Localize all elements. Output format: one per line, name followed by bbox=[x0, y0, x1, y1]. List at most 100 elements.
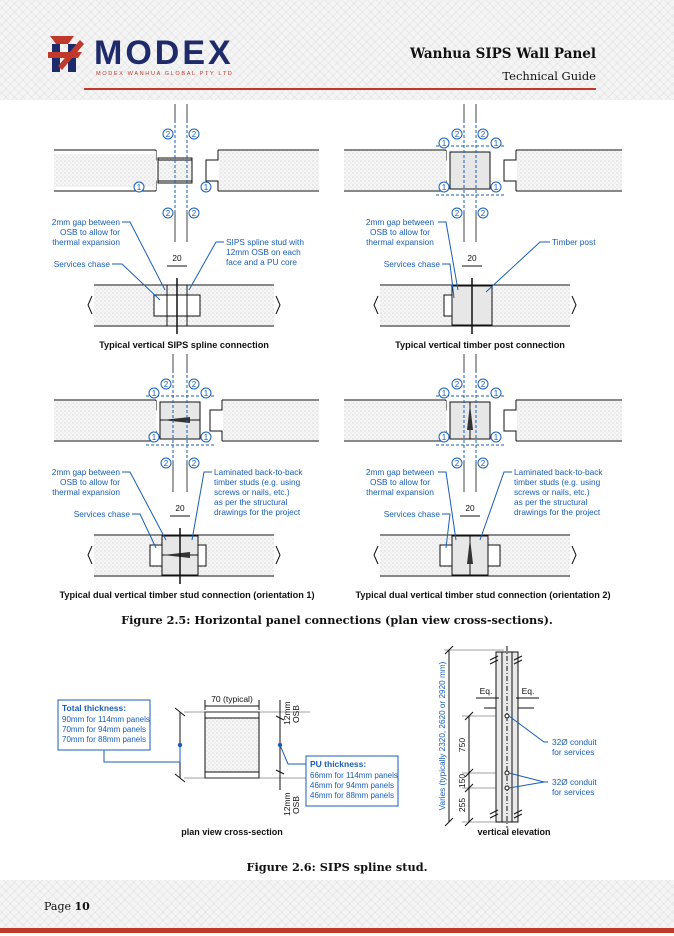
marker-1: 1 bbox=[442, 389, 447, 398]
marker-2: 2 bbox=[164, 459, 169, 468]
spline-note-line: 12mm OSB on each bbox=[226, 247, 301, 257]
dimension-20: 20 bbox=[467, 253, 477, 263]
figure-2-6-area: 70 (typical) 12mm OSB 12mm OSB Total thi… bbox=[44, 640, 630, 852]
page-number: Page 10 bbox=[44, 900, 90, 913]
gap-note-line: OSB to allow for bbox=[370, 227, 430, 237]
marker-2: 2 bbox=[455, 209, 460, 218]
marker-1: 1 bbox=[204, 183, 209, 192]
dual-stud-1-title: Typical dual vertical timber stud connec… bbox=[59, 590, 314, 600]
dimension-20: 20 bbox=[172, 253, 182, 263]
laminated-note-line: Laminated back-to-back bbox=[514, 467, 603, 477]
conduit-label-line: 32Ø conduit bbox=[552, 737, 597, 747]
marker-2: 2 bbox=[166, 130, 171, 139]
modex-logo: MODEX MODEX WANHUA GLOBAL PTY LTD bbox=[48, 34, 232, 77]
total-thickness-line: 70mm for 88mm panels bbox=[62, 735, 146, 744]
dual-stud-1-exploded-view: 2 2 1 1 1 1 2 2 bbox=[54, 354, 319, 492]
marker-1: 1 bbox=[204, 433, 209, 442]
total-thickness-line: 70mm for 94mm panels bbox=[62, 725, 146, 734]
marker-1: 1 bbox=[494, 139, 499, 148]
dimension-750: 750 bbox=[457, 738, 467, 752]
marker-2: 2 bbox=[455, 130, 460, 139]
laminated-note-line: drawings for the project bbox=[214, 507, 301, 517]
dual-stud-2-assembled-view bbox=[373, 534, 577, 577]
marker-1: 1 bbox=[442, 183, 447, 192]
gap-note-line: thermal expansion bbox=[366, 487, 434, 497]
services-chase-label: Services chase bbox=[384, 259, 441, 269]
spline-connection-title: Typical vertical SIPS spline connection bbox=[99, 340, 269, 350]
laminated-note-line: screws or nails, etc.) bbox=[514, 487, 590, 497]
marker-2: 2 bbox=[481, 380, 486, 389]
dual-stud-1-annotations: 2mm gap between OSB to allow for thermal… bbox=[52, 467, 303, 549]
laminated-note-line: timber studs (e.g. using bbox=[214, 477, 301, 487]
timber-post-label: Timber post bbox=[552, 237, 596, 247]
marker-1: 1 bbox=[494, 433, 499, 442]
spline-note-line: SIPS spline stud with bbox=[226, 237, 304, 247]
conduit-label-line: 32Ø conduit bbox=[552, 777, 597, 787]
gap-note-line: OSB to allow for bbox=[60, 227, 120, 237]
conduit-label-line: for services bbox=[552, 747, 594, 757]
modex-logo-mark bbox=[48, 36, 84, 72]
pu-thickness-line: 46mm for 94mm panels bbox=[310, 781, 394, 790]
total-thickness-line: 90mm for 114mm panels bbox=[62, 715, 150, 724]
marker-1: 1 bbox=[442, 139, 447, 148]
marker-2: 2 bbox=[481, 209, 486, 218]
figure-2-6-caption: Figure 2.6: SIPS spline stud. bbox=[246, 860, 428, 874]
gap-note-line: OSB to allow for bbox=[60, 477, 120, 487]
marker-2: 2 bbox=[455, 459, 460, 468]
dual-stud-2-exploded-view: 2 2 1 1 1 1 2 2 bbox=[344, 354, 622, 492]
timber-post-assembled-view bbox=[373, 278, 577, 334]
gap-note-line: OSB to allow for bbox=[370, 477, 430, 487]
laminated-note-line: drawings for the project bbox=[514, 507, 601, 517]
figure-2-5-drawing: 2 2 1 1 2 2 2mm gap between OSB to allow… bbox=[52, 104, 622, 600]
osb-12-label: 12mm bbox=[282, 792, 292, 816]
dual-stud-2-annotations: 2mm gap between OSB to allow for thermal… bbox=[366, 467, 603, 549]
marker-1: 1 bbox=[494, 183, 499, 192]
marker-2: 2 bbox=[192, 209, 197, 218]
footer-rule bbox=[0, 928, 674, 933]
marker-1: 1 bbox=[204, 389, 209, 398]
conduit-label-line: for services bbox=[552, 787, 594, 797]
services-chase-label: Services chase bbox=[54, 259, 111, 269]
marker-2: 2 bbox=[455, 380, 460, 389]
total-thickness-title: Total thickness: bbox=[62, 703, 126, 713]
figure-2-5-caption: Figure 2.5: Horizontal panel connections… bbox=[121, 613, 553, 627]
dimension-255: 255 bbox=[457, 798, 467, 812]
laminated-note-line: screws or nails, etc.) bbox=[214, 487, 290, 497]
dimension-150: 150 bbox=[457, 774, 467, 788]
spline-exploded-view: 2 2 1 1 2 2 bbox=[54, 104, 319, 242]
gap-note-line: thermal expansion bbox=[52, 237, 120, 247]
figure-2-6-drawing: 70 (typical) 12mm OSB 12mm OSB Total thi… bbox=[57, 645, 597, 837]
spline-annotations: 2mm gap between OSB to allow for thermal… bbox=[52, 217, 304, 301]
marker-2: 2 bbox=[164, 380, 169, 389]
total-thickness-box: Total thickness: 90mm for 114mm panels 7… bbox=[57, 699, 181, 763]
dimension-20: 20 bbox=[465, 503, 475, 513]
vertical-elevation: Varies (typically 2320, 2620 or 2920 mm)… bbox=[438, 645, 597, 828]
header-background bbox=[0, 0, 674, 100]
marker-2: 2 bbox=[192, 380, 197, 389]
spline-assembled-view bbox=[87, 278, 281, 334]
header-rule bbox=[84, 88, 596, 90]
laminated-note-line: as per the structural bbox=[514, 497, 587, 507]
osb-12-label: OSB bbox=[291, 796, 301, 814]
marker-1: 1 bbox=[442, 433, 447, 442]
page-number-value: 10 bbox=[74, 900, 90, 913]
marker-2: 2 bbox=[481, 130, 486, 139]
dual-stud-1-assembled-view bbox=[87, 528, 281, 584]
gap-note-line: thermal expansion bbox=[52, 487, 120, 497]
marker-1: 1 bbox=[137, 183, 142, 192]
figure-2-5-area: 2 2 1 1 2 2 2mm gap between OSB to allow… bbox=[44, 100, 630, 605]
laminated-note-line: as per the structural bbox=[214, 497, 287, 507]
marker-2: 2 bbox=[481, 459, 486, 468]
equal-label: Eq. bbox=[522, 686, 535, 696]
timber-post-exploded-view: 2 2 1 1 1 1 2 2 bbox=[344, 104, 622, 242]
marker-2: 2 bbox=[192, 130, 197, 139]
plan-view-cross-section: 70 (typical) 12mm OSB 12mm OSB bbox=[174, 694, 310, 816]
pu-thickness-line: 46mm for 88mm panels bbox=[310, 791, 394, 800]
pu-thickness-line: 66mm for 114mm panels bbox=[310, 771, 398, 780]
marker-1: 1 bbox=[152, 433, 157, 442]
dimension-20: 20 bbox=[175, 503, 185, 513]
dual-stud-2-title: Typical dual vertical timber stud connec… bbox=[355, 590, 610, 600]
spline-note-line: face and a PU core bbox=[226, 257, 297, 267]
plan-view-label: plan view cross-section bbox=[181, 827, 283, 837]
gap-note-line: 2mm gap between bbox=[366, 467, 435, 477]
